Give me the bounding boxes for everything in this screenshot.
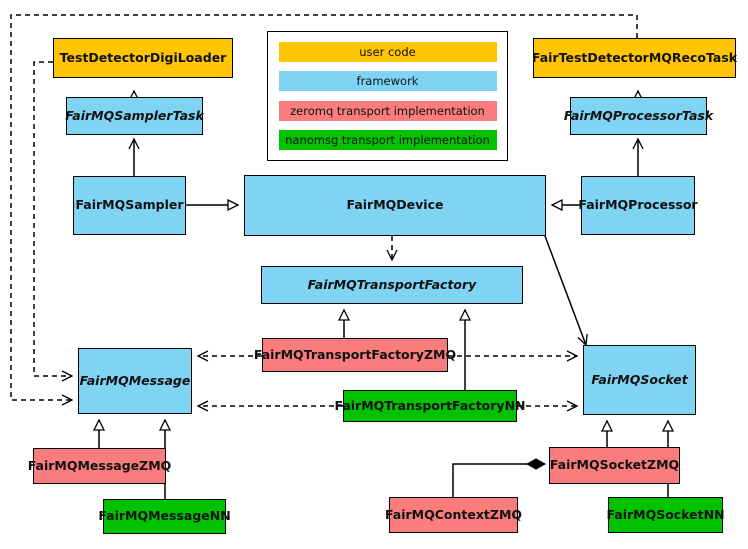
legend-label-user-code: user code [359,44,416,59]
class-label-fairmqsocketnn: FairMQSocketNN [606,506,725,522]
class-node-fairmqmessage[interactable]: FairMQMessage [78,348,192,414]
class-node-fairtestdetectormqrecotask[interactable]: FairTestDetectorMQRecoTask [532,38,737,78]
class-node-fairmqtransportfactoryzmq[interactable]: FairMQTransportFactoryZMQ [254,338,456,372]
class-node-fairmqsocket[interactable]: FairMQSocket [583,345,696,415]
legend-item-framework: framework [278,71,497,92]
class-node-fairmqmessagezmq[interactable]: FairMQMessageZMQ [28,448,171,484]
class-node-fairmqprocessor[interactable]: FairMQProcessor [578,176,698,235]
class-node-fairmqdevice[interactable]: FairMQDevice [244,175,546,236]
legend-label-nanomsg: nanomsg transport implementation [285,133,490,148]
class-label-fairmqcontextzmq: FairMQContextZMQ [384,506,523,522]
class-node-fairmqtransportfactory[interactable]: FairMQTransportFactory [261,266,523,304]
edge-digiloader-message [33,61,74,382]
edge-recotask-message [10,14,638,406]
edge-contextzmq-socketzmq [452,464,545,497]
legend-item-user-code: user code [278,41,497,62]
class-label-fairmqsocketzmq: FairMQSocketZMQ [549,457,680,473]
class-label-fairmqprocessortask: FairMQProcessorTask [563,107,714,123]
class-label-testdetectordigiloader: TestDetectorDigiLoader [59,49,227,65]
class-node-fairmqsocketzmq[interactable]: FairMQSocketZMQ [549,447,680,484]
class-node-fairmqprocessortask[interactable]: FairMQProcessorTask [564,97,713,135]
edge-device-socket [544,235,588,347]
legend-label-framework: framework [356,74,419,89]
class-label-fairmqmessagenn: FairMQMessageNN [98,508,231,524]
legend-item-zeromq: zeromq transport implementation [278,100,497,121]
class-node-fairmqmessagenn[interactable]: FairMQMessageNN [98,499,231,534]
class-node-fairmqsampler[interactable]: FairMQSampler [73,176,186,235]
class-node-fairmqcontextzmq[interactable]: FairMQContextZMQ [385,497,522,533]
class-node-fairmqsocketnn[interactable]: FairMQSocketNN [606,497,725,533]
class-node-fairmqsamplertask[interactable]: FairMQSamplerTask [65,97,204,135]
class-label-fairmqtransportfactory: FairMQTransportFactory [307,276,477,292]
legend-item-nanomsg: nanomsg transport implementation [278,130,497,151]
class-label-fairmqsampler: FairMQSampler [75,197,184,213]
class-label-fairmqtransportfactoryzmq: FairMQTransportFactoryZMQ [253,346,457,362]
class-label-fairtestdetectormqrecotask: FairTestDetectorMQRecoTask [531,49,738,65]
class-label-fairmqdevice: FairMQDevice [346,197,444,213]
class-node-fairmqtransportfactorynn[interactable]: FairMQTransportFactoryNN [335,390,526,422]
legend: user code framework zeromq transport imp… [267,31,508,161]
class-label-fairmqsamplertask: FairMQSamplerTask [65,107,204,123]
class-node-testdetectordigiloader[interactable]: TestDetectorDigiLoader [53,38,233,78]
class-label-fairmqmessagezmq: FairMQMessageZMQ [27,457,172,473]
class-label-fairmqtransportfactorynn: FairMQTransportFactoryNN [334,397,526,413]
class-label-fairmqprocessor: FairMQProcessor [578,197,698,213]
legend-label-zeromq: zeromq transport implementation [290,103,485,118]
class-label-fairmqsocket: FairMQSocket [591,371,688,387]
class-label-fairmqmessage: FairMQMessage [79,372,191,388]
